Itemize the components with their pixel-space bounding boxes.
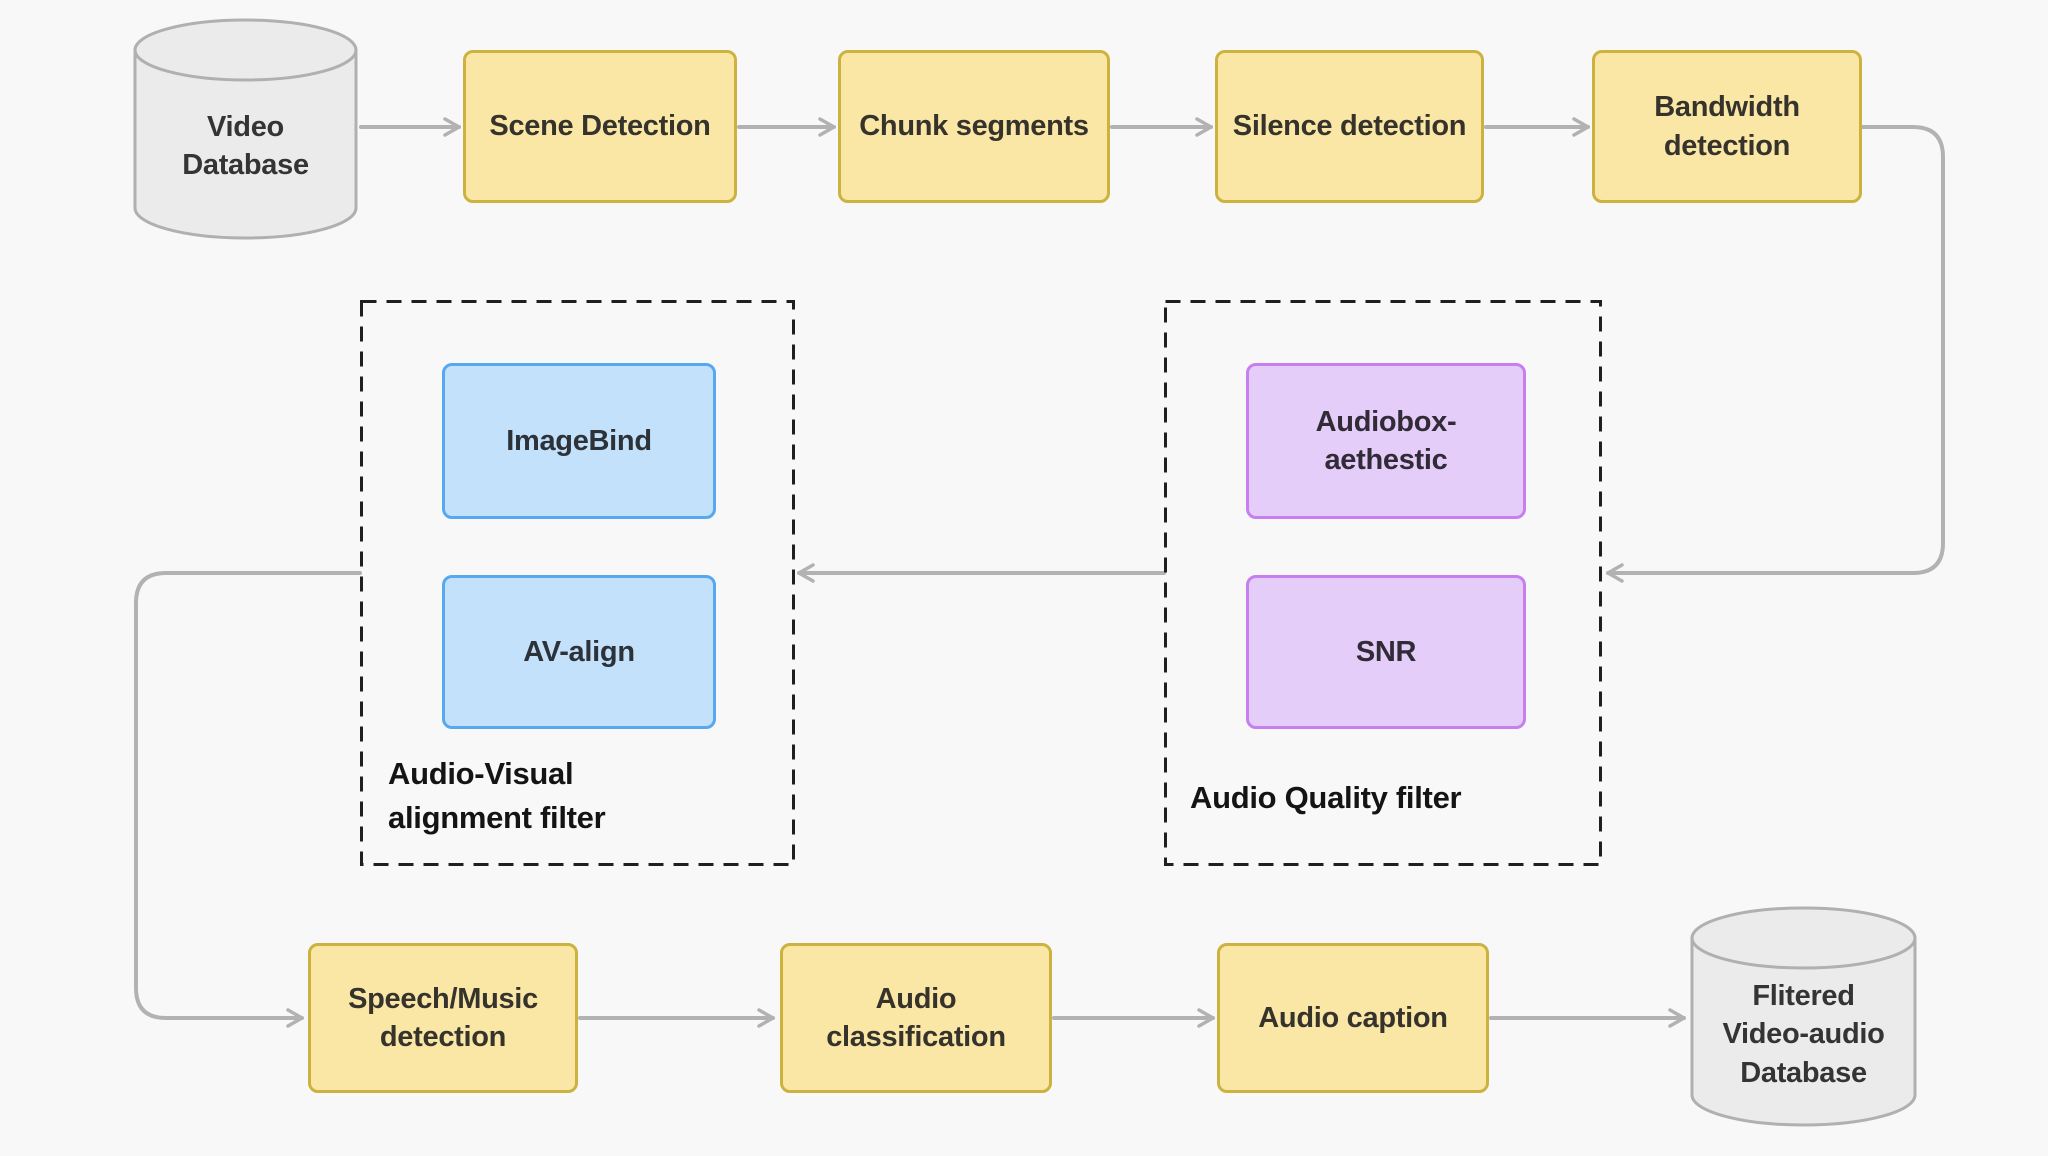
node-label: Flitered Video-audio Database <box>1722 980 1885 1089</box>
node-chunk-segments: Chunk segments <box>838 50 1110 203</box>
node-speech-music-detection: Speech/Music detection <box>308 943 578 1093</box>
video-database-node: Video Database <box>132 15 359 243</box>
node-audio-classification: Audio classification <box>780 943 1052 1093</box>
node-scene-detection: Scene Detection <box>463 50 737 203</box>
node-av-align: AV-align <box>442 575 716 729</box>
audio-visual-filter-group: Audio-Visual alignment filter <box>360 300 795 866</box>
connector-bandwidth-to-quality-filter <box>1606 125 1945 583</box>
dashed-border <box>360 300 795 866</box>
filtered-database-node: Flitered Video-audio Database <box>1689 903 1918 1132</box>
audio-visual-filter-label: Audio-Visual alignment filter <box>388 755 606 835</box>
node-imagebind: ImageBind <box>442 363 716 519</box>
dashed-border <box>1164 300 1602 866</box>
connector-av-filter-to-speech-music <box>134 571 362 1028</box>
database-cylinder-icon <box>1690 906 1917 1127</box>
node-label: Video Database <box>182 110 309 181</box>
database-cylinder-icon <box>133 18 358 240</box>
audio-quality-filter-label: Audio Quality filter <box>1190 779 1462 815</box>
node-silence-detection: Silence detection <box>1215 50 1484 203</box>
node-snr: SNR <box>1246 575 1526 729</box>
node-audio-caption: Audio caption <box>1217 943 1489 1093</box>
node-audiobox-aethestic: Audiobox- aethestic <box>1246 363 1526 519</box>
audio-quality-filter-group: Audio Quality filter <box>1164 300 1602 866</box>
node-bandwidth-detection: Bandwidth detection <box>1592 50 1862 203</box>
